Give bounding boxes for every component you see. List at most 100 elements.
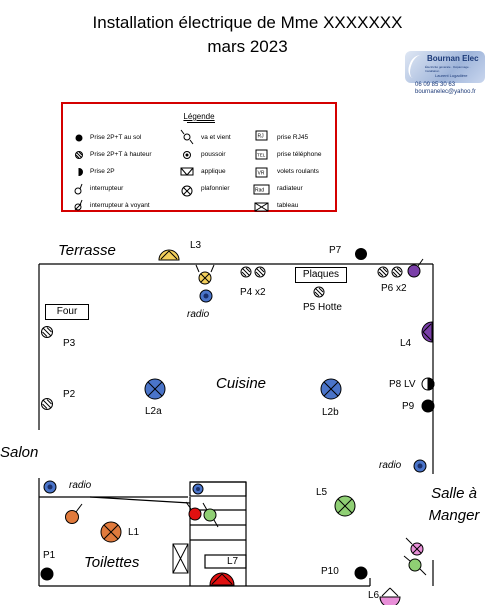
- page-title: Installation électrique de Mme XXXXXXX: [92, 13, 403, 32]
- ceiling-light-l2b-icon: [320, 378, 342, 400]
- panel-icon: [254, 202, 269, 212]
- shutter-icon: [255, 167, 268, 178]
- oven-box: Four: [45, 304, 89, 320]
- label-p7: P7: [329, 245, 342, 256]
- light-switch-icon: [74, 199, 83, 211]
- legend-label: radiateur: [277, 185, 303, 192]
- wall-light-l4-icon: [421, 321, 433, 343]
- legend-label: prise RJ45: [277, 134, 309, 141]
- legend-label: interrupteur: [90, 185, 124, 192]
- pushbutton-icon: [183, 151, 191, 159]
- floor-socket-p9-icon: [421, 399, 435, 413]
- wall-light-icon: [180, 167, 194, 176]
- legend-label: poussoir: [201, 151, 226, 158]
- label-l4: L4: [400, 338, 412, 349]
- two-way-switch-green-icon: [403, 555, 427, 576]
- legend-label: volets roulants: [277, 168, 319, 175]
- hob-box: Plaques: [295, 267, 347, 283]
- room-salle-a-manger: Salle à Manger: [428, 485, 480, 524]
- half-circle-icon: [78, 167, 83, 177]
- legend-label: prise téléphone: [277, 151, 322, 158]
- label-radio-salon: radio: [69, 480, 92, 491]
- contact-phone: 06 09 85 30 63: [415, 82, 456, 88]
- socket-p5-icon: [313, 286, 325, 298]
- legend-symbols: RJ TEL VR Rad: [74, 129, 270, 212]
- phone-socket-icon: [255, 149, 268, 160]
- logo-person: Laurent Lugadière: [435, 73, 468, 78]
- wall-light-l7-icon: [209, 572, 235, 586]
- legend-label: va et vient: [201, 134, 231, 141]
- hatched-circle-icon: [75, 151, 83, 159]
- legend-label: tableau: [277, 202, 299, 209]
- switch-orange-icon: [65, 503, 83, 524]
- label-radio-top: radio: [187, 309, 210, 320]
- legend-label: Prise 2P: [90, 168, 115, 175]
- label-radio-right: radio: [379, 460, 402, 471]
- company-logo: Bournan Elec Électricité générale · Dépa…: [405, 51, 485, 83]
- legend-label: Prise 2P+T au sol: [90, 134, 142, 141]
- two-way-switch-icon: [195, 264, 215, 285]
- filled-dot-icon: [75, 134, 83, 142]
- label-p10: P10: [321, 566, 339, 577]
- label-l2a: L2a: [145, 406, 162, 417]
- radio-pushbutton-icon: [413, 459, 427, 473]
- label-l7: L7: [227, 556, 239, 567]
- switch-purple-icon: [407, 258, 424, 278]
- electrical-panel-icon: [172, 543, 189, 574]
- socket-p2-icon: [41, 398, 53, 410]
- page-date: mars 2023: [207, 37, 288, 56]
- contact-email: bournanelec@yahoo.fr: [415, 89, 476, 95]
- socket-p4-icon: [240, 266, 266, 278]
- ceiling-light-l5-icon: [334, 495, 356, 517]
- radio-pushbutton-icon: [199, 289, 213, 303]
- radio-pushbutton-icon: [192, 483, 204, 495]
- label-p1: P1: [43, 550, 56, 561]
- label-p3: P3: [63, 338, 76, 349]
- floor-socket-p1-icon: [40, 567, 54, 581]
- wall-light-l3-icon: [158, 249, 180, 261]
- label-p5: P5 Hotte: [303, 302, 342, 313]
- floor-socket-p10-icon: [354, 566, 368, 580]
- svg-text:TEL: TEL: [257, 153, 266, 158]
- legend-label: plafonnier: [201, 185, 230, 192]
- legend-label: Prise 2P+T à hauteur: [90, 151, 152, 158]
- legend-label: interrupteur à voyant: [90, 202, 150, 209]
- switch-icon: [74, 183, 83, 195]
- legend-title: Légende: [183, 112, 215, 121]
- logo-brand: Bournan Elec: [427, 54, 479, 63]
- walls: [38, 263, 434, 587]
- room-toilettes: Toilettes: [84, 554, 140, 571]
- room-cuisine: Cuisine: [216, 375, 267, 392]
- ceiling-light-icon: [181, 185, 193, 197]
- socket-p6-icon: [377, 266, 403, 278]
- label-l6: L6: [368, 590, 380, 601]
- legend-box: Légende RJ TEL VR Rad Prise 2P+T au sol …: [61, 102, 337, 212]
- floor-socket-p7-icon: [355, 248, 367, 260]
- svg-text:VR: VR: [258, 171, 265, 177]
- two-way-switch-green-icon: [202, 502, 219, 528]
- radiator-icon: [253, 184, 270, 195]
- radio-pushbutton-icon: [43, 480, 57, 494]
- label-l3: L3: [190, 240, 202, 251]
- label-l5: L5: [316, 487, 328, 498]
- label-l2b: L2b: [322, 407, 339, 418]
- label-p9: P9: [402, 401, 415, 412]
- wall-light-l6-icon: [379, 587, 401, 605]
- socket-p3-icon: [41, 326, 53, 338]
- svg-text:RJ: RJ: [258, 134, 265, 140]
- label-p6: P6 x2: [381, 283, 407, 294]
- room-salon: Salon: [0, 444, 39, 461]
- label-p2: P2: [63, 389, 76, 400]
- label-p4: P4 x2: [240, 287, 266, 298]
- legend-label: applique: [201, 168, 226, 175]
- logo-tagline: Électricité générale · Dépannage · Insta…: [425, 65, 471, 73]
- rj45-icon: [255, 130, 268, 141]
- ceiling-light-l1-icon: [100, 521, 122, 543]
- room-terrasse: Terrasse: [58, 242, 116, 259]
- legend-title-underline: [187, 122, 215, 123]
- label-p8: P8 LV: [389, 379, 416, 390]
- svg-text:Rad: Rad: [255, 188, 264, 194]
- switch-red-icon: [185, 501, 202, 521]
- two-way-switch-icon: [180, 129, 194, 145]
